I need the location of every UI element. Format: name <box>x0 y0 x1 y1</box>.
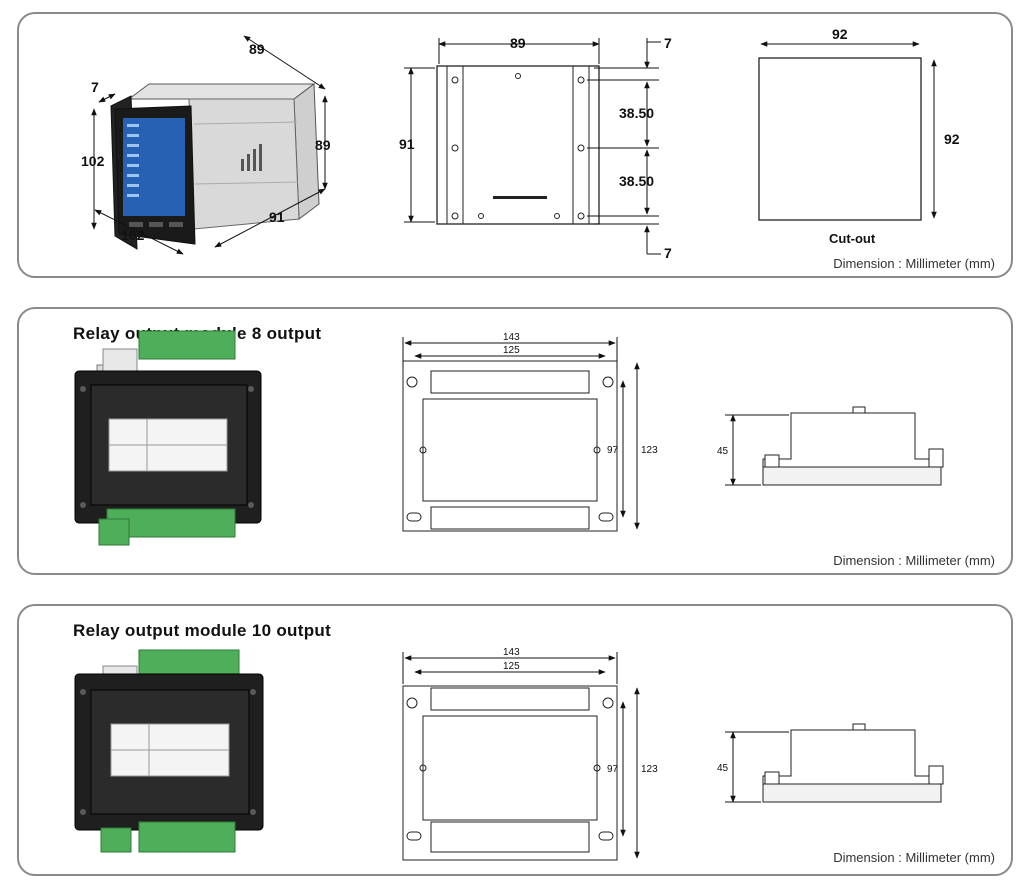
relay8-outer-height: 123 <box>641 445 658 456</box>
meter-drawings: 89 7 102 102 89 91 <box>81 26 960 261</box>
relay8-photo <box>74 330 262 546</box>
iso-bezel-label: 7 <box>91 79 99 95</box>
unit-label: Dimension : Millimeter (mm) <box>833 553 995 568</box>
relay8-side-height: 45 <box>717 446 729 457</box>
cutout-width-label: 92 <box>832 26 848 42</box>
side-right-top-label: 7 <box>664 35 672 51</box>
panel-relay-8-output: Relay output module 8 output <box>17 307 1013 575</box>
iso-side-width-label: 91 <box>269 209 285 225</box>
relay8-drawings: 143 125 97 123 45 <box>74 330 944 546</box>
relay10-inner-height: 97 <box>607 764 619 775</box>
side-top-label: 89 <box>510 35 526 51</box>
relay10-photo <box>74 649 264 853</box>
unit-label: Dimension : Millimeter (mm) <box>833 850 995 865</box>
iso-width-label: 102 <box>121 227 145 243</box>
relay10-front-view <box>402 652 640 861</box>
unit-label: Dimension : Millimeter (mm) <box>833 256 995 271</box>
relay10-inner-width: 125 <box>503 661 520 672</box>
relay8-front-view <box>402 337 640 532</box>
side-right-a-label: 38.50 <box>619 105 654 121</box>
relay10-outer-height: 123 <box>641 764 658 775</box>
relay10-outer-width: 143 <box>503 647 520 658</box>
panel-meter-dimensions: 89 7 102 102 89 91 <box>17 12 1013 278</box>
iso-depth-label: 89 <box>249 41 265 57</box>
iso-side-height-label: 89 <box>315 137 331 153</box>
panel-relay-10-output: Relay output module 10 output <box>17 604 1013 876</box>
cutout-caption: Cut-out <box>829 231 876 246</box>
relay8-inner-width: 125 <box>503 345 520 356</box>
side-right-b-label: 38.50 <box>619 173 654 189</box>
meter-side-view <box>404 38 661 255</box>
relay8-inner-height: 97 <box>607 445 619 456</box>
relay10-drawings: 143 125 97 123 45 <box>74 647 944 861</box>
relay8-outer-width: 143 <box>503 332 520 343</box>
meter-isometric <box>91 35 328 255</box>
relay10-side-view <box>725 723 944 803</box>
side-right-bottom-label: 7 <box>664 245 672 261</box>
relay10-side-height: 45 <box>717 763 729 774</box>
side-left-label: 91 <box>399 136 415 152</box>
panel-title: Relay output module 10 output <box>73 621 332 640</box>
cutout-height-label: 92 <box>944 131 960 147</box>
iso-height-label: 102 <box>81 153 105 169</box>
cutout-drawing <box>758 41 937 221</box>
relay8-side-view <box>725 406 944 486</box>
